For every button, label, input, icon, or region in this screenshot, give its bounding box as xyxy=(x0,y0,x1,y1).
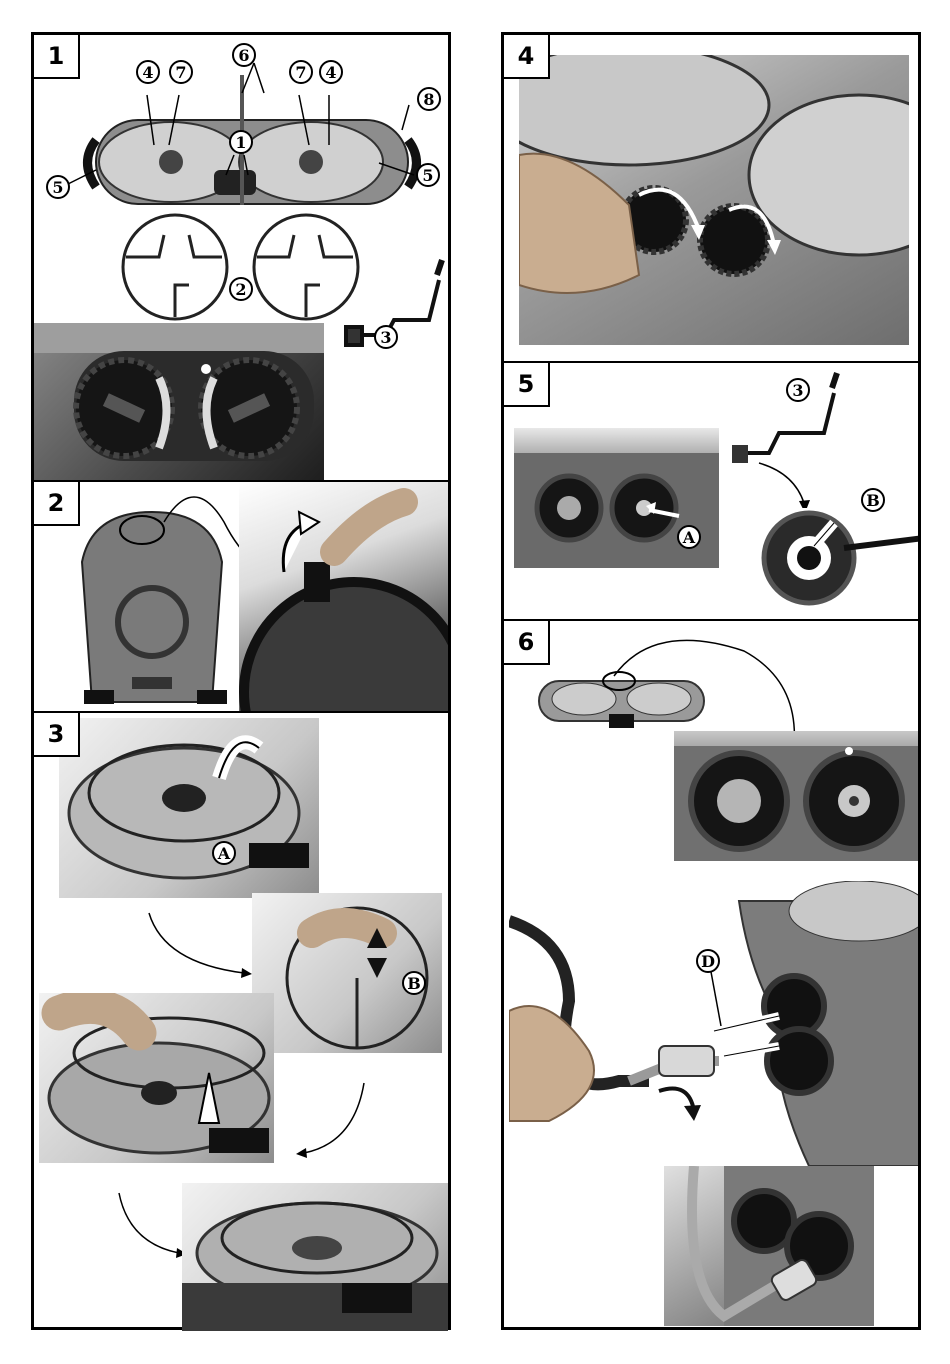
step-2-panel: 2 xyxy=(34,482,448,713)
step-5-panel: 5 A 3 xyxy=(504,363,918,621)
hand-icon xyxy=(519,154,639,293)
callout-B: B xyxy=(861,488,885,512)
step-4-panel: 4 xyxy=(504,35,918,363)
callout-A: A xyxy=(212,841,236,865)
callout-3: 3 xyxy=(786,378,810,402)
callout-A: A xyxy=(677,525,701,549)
callout-7: 7 xyxy=(289,60,313,84)
callout-5: 5 xyxy=(46,175,70,199)
tighten-knobs-photo xyxy=(519,55,909,345)
step-number: 5 xyxy=(504,363,550,407)
callout-3: 3 xyxy=(374,325,398,349)
callout-4: 4 xyxy=(136,60,160,84)
valve-ports-photo xyxy=(674,731,918,861)
place-grate-photo xyxy=(39,993,274,1163)
step-3-panel: 3 A xyxy=(34,713,448,1333)
left-column: 1 xyxy=(31,32,451,1330)
callout-2: 2 xyxy=(229,277,253,301)
step-number: 4 xyxy=(504,35,550,79)
step-number: 1 xyxy=(34,35,80,79)
connect-hose-photo xyxy=(509,881,918,1166)
grate-icon xyxy=(123,215,358,319)
callout-B: B xyxy=(402,971,426,995)
step-number: 6 xyxy=(504,621,550,665)
grate-installed-photo xyxy=(182,1183,448,1331)
step-1-panel: 1 xyxy=(34,35,448,482)
knob-icon xyxy=(34,323,324,480)
callout-4: 4 xyxy=(319,60,343,84)
callout-6: 6 xyxy=(232,43,256,67)
knob-closeup-photo xyxy=(34,323,324,480)
callout-7: 7 xyxy=(169,60,193,84)
callout-D: D xyxy=(696,949,720,973)
latch-open-photo xyxy=(239,482,448,713)
hose-icon xyxy=(509,881,918,1166)
callout-1: 1 xyxy=(229,130,253,154)
step-number: 3 xyxy=(34,713,80,757)
callout-8: 8 xyxy=(417,87,441,111)
callout-5: 5 xyxy=(416,163,440,187)
hose-connected-photo xyxy=(664,1166,874,1326)
step-number: 2 xyxy=(34,482,80,526)
step-6-panel: 6 xyxy=(504,621,918,1333)
right-column: 4 5 xyxy=(501,32,921,1330)
valve-socket-photo xyxy=(754,508,918,618)
hand-icon xyxy=(334,502,404,552)
